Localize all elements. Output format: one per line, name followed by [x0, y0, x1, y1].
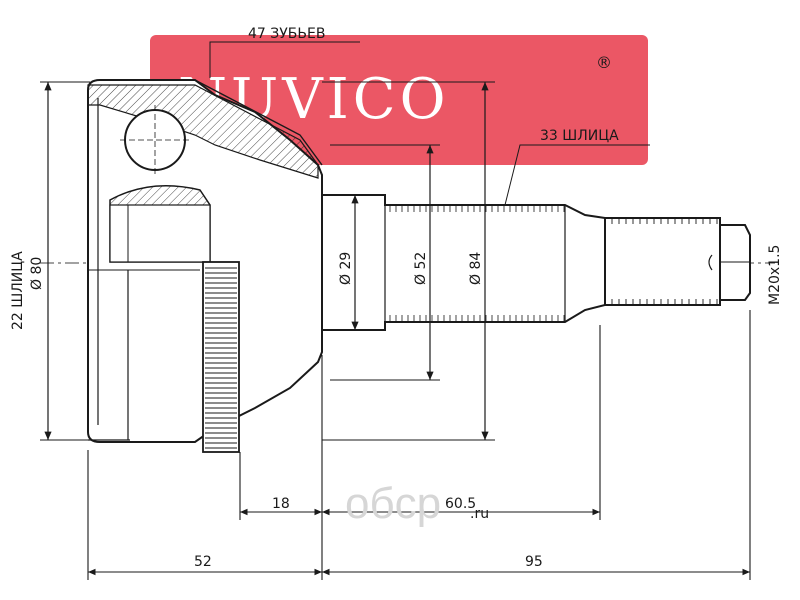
label-diam-29: Ø 29: [338, 252, 354, 285]
diameter-dims: [40, 81, 495, 441]
housing-section-hatch: [87, 84, 319, 179]
stub-shaft: [321, 194, 606, 331]
dim-95: 95: [525, 554, 543, 570]
abs-ring: [202, 261, 240, 453]
label-outer-splines: 33 ШЛИЦА: [540, 128, 619, 144]
label-teeth: 47 ЗУБЬЕВ: [248, 26, 325, 42]
inner-race-bore: [109, 204, 211, 263]
length-dims: [87, 310, 751, 580]
label-diam-80: Ø 80: [29, 257, 45, 290]
leader-lines: [209, 41, 650, 206]
label-inner-splines: 22 ШЛИЦА: [10, 251, 26, 330]
watermark-text: oбcp: [345, 479, 441, 528]
registered-mark: ®: [596, 53, 612, 72]
watermark-suffix: .ru: [470, 506, 489, 522]
dim-60-5: 60.5: [445, 496, 476, 512]
thread-lines: [611, 218, 718, 305]
threaded-end: [604, 217, 751, 306]
label-thread: M20x1.5: [767, 245, 783, 305]
dim-18: 18: [272, 496, 290, 512]
dim-52: 52: [194, 554, 212, 570]
label-diam-52: Ø 52: [413, 252, 429, 285]
watermark: oбcp .ru: [345, 479, 489, 528]
label-diam-84: Ø 84: [468, 252, 484, 285]
